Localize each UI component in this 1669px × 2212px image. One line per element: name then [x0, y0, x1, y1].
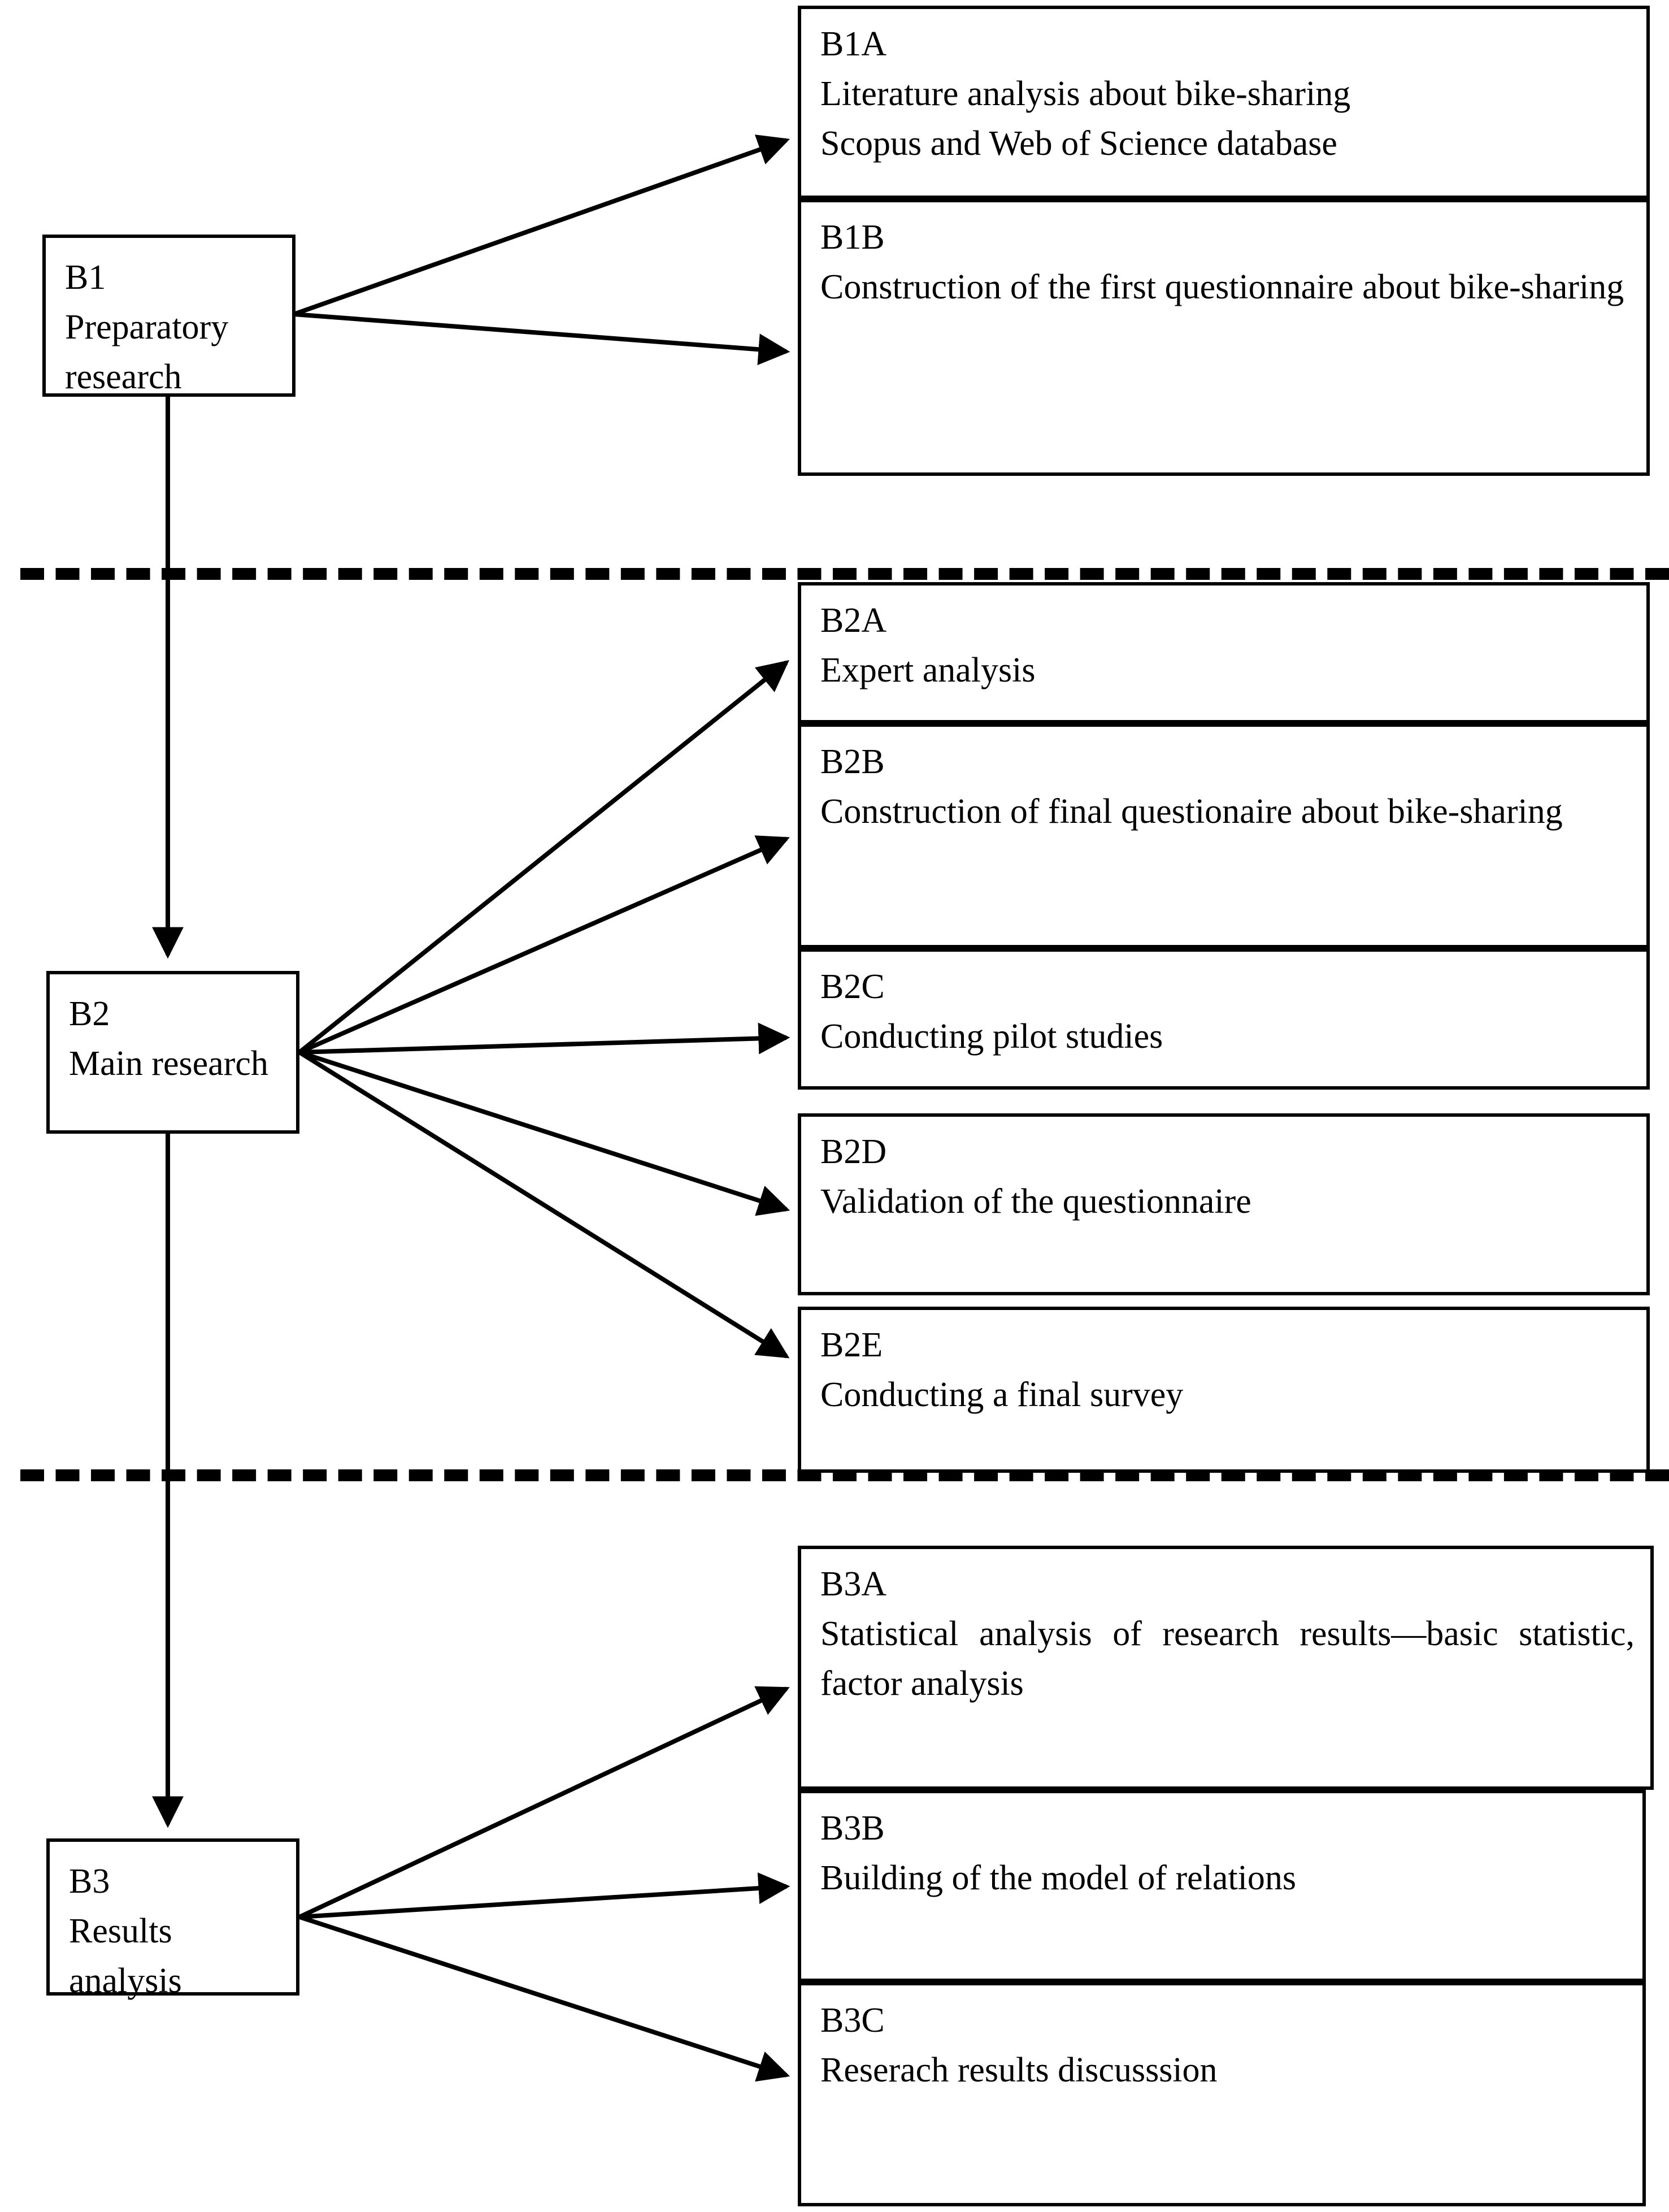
node-b1-label: Preparatory research — [65, 308, 229, 397]
node-b2b-label: Construction of final questionaire about… — [820, 792, 1563, 831]
edge-b1-to-b1a — [293, 135, 790, 316]
node-b2c-label: Conducting pilot studies — [820, 1017, 1163, 1056]
edge-b2-to-b2d — [298, 1050, 790, 1216]
edge-b1-to-b1b — [293, 312, 790, 366]
node-b2c[interactable]: B2C Conducting pilot studies — [798, 948, 1650, 1090]
node-b3c[interactable]: B3C Reserach results discusssion — [798, 1982, 1646, 2206]
node-b1a-label: Literature analysis about bike-sharing S… — [820, 75, 1351, 163]
node-b2b[interactable]: B2B Construction of final questionaire a… — [798, 723, 1650, 948]
node-b3a[interactable]: B3A Statistical analysis of research res… — [798, 1546, 1654, 1790]
separator-b2-b3 — [20, 1469, 1669, 1481]
node-b2d-code: B2D — [820, 1133, 887, 1171]
node-b2e-label: Conducting a final survey — [820, 1376, 1184, 1415]
node-b2a-text: B2A Expert analysis — [820, 596, 1631, 695]
node-b3[interactable]: B3 Results analysis — [46, 1838, 299, 2000]
node-b1b-label: Construction of the first questionnaire … — [820, 268, 1624, 307]
node-b3c-text: B3C Reserach results discusssion — [820, 1996, 1627, 2095]
node-b2b-text: B2B Construction of final questionaire a… — [820, 737, 1631, 836]
edge-b2-to-b2c — [299, 1022, 790, 1055]
node-b3-code: B3 — [69, 1862, 110, 1901]
node-b2e-text: B2E Conducting a final survey — [820, 1320, 1631, 1420]
node-b2-code: B2 — [69, 995, 110, 1033]
edge-b3-to-b3a — [298, 1686, 790, 1919]
node-b3a-code: B3A — [820, 1565, 887, 1603]
edge-b3-to-b3b — [299, 1872, 790, 1919]
node-b3a-text: B3A Statistical analysis of research res… — [820, 1559, 1635, 1708]
node-b2c-text: B2C Conducting pilot studies — [820, 962, 1631, 1061]
node-b2-text: B2 Main research — [69, 989, 280, 1088]
node-b2d-text: B2D Validation of the questionnaire — [820, 1127, 1631, 1226]
node-b2[interactable]: B2 Main research — [46, 971, 299, 1134]
node-b3b-code: B3B — [820, 1809, 885, 1847]
node-b1a[interactable]: B1A Literature analysis about bike-shari… — [798, 6, 1650, 199]
node-b2e-code: B2E — [820, 1326, 883, 1364]
node-b2a[interactable]: B2A Expert analysis — [798, 582, 1650, 723]
node-b1b-text: B1B Construction of the first questionna… — [820, 212, 1631, 312]
node-b3c-label: Reserach results discusssion — [820, 2051, 1218, 2090]
node-b1b-code: B1B — [820, 218, 885, 257]
node-b1[interactable]: B1 Preparatory research — [42, 235, 295, 397]
separator-b1-b2 — [20, 568, 1669, 580]
node-b2d-label: Validation of the questionnaire — [820, 1182, 1251, 1221]
edge-b2-to-b2b — [298, 835, 790, 1055]
node-b3c-code: B3C — [820, 2001, 885, 2040]
edge-b2-to-b2e — [298, 1050, 790, 1359]
node-b2e[interactable]: B2E Conducting a final survey — [798, 1307, 1650, 1473]
node-b2-label: Main research — [69, 1044, 268, 1083]
node-b2a-label: Expert analysis — [820, 651, 1036, 690]
edge-b2-to-b2a — [298, 660, 789, 1055]
node-b1-text: B1 Preparatory research — [65, 253, 276, 402]
node-b3b-label: Building of the model of relations — [820, 1859, 1297, 1898]
node-b2b-code: B2B — [820, 743, 885, 781]
node-b1a-code: B1A — [820, 25, 887, 63]
edge-b3-to-b3c — [298, 1915, 790, 2082]
node-b2a-code: B2A — [820, 601, 887, 640]
node-b3-text: B3 Results analysis — [69, 1857, 280, 2006]
node-b2d[interactable]: B2D Validation of the questionnaire — [798, 1113, 1650, 1295]
node-b3b-text: B3B Building of the model of relations — [820, 1803, 1627, 1903]
node-b1a-text: B1A Literature analysis about bike-shari… — [820, 19, 1631, 168]
node-b2c-code: B2C — [820, 968, 885, 1006]
node-b3b[interactable]: B3B Building of the model of relations — [798, 1790, 1646, 1982]
node-b3a-label: Statistical analysis of research results… — [820, 1615, 1635, 1703]
node-b1-code: B1 — [65, 258, 106, 297]
node-b3-label: Results analysis — [69, 1912, 182, 2001]
node-b1b[interactable]: B1B Construction of the first questionna… — [798, 199, 1650, 476]
